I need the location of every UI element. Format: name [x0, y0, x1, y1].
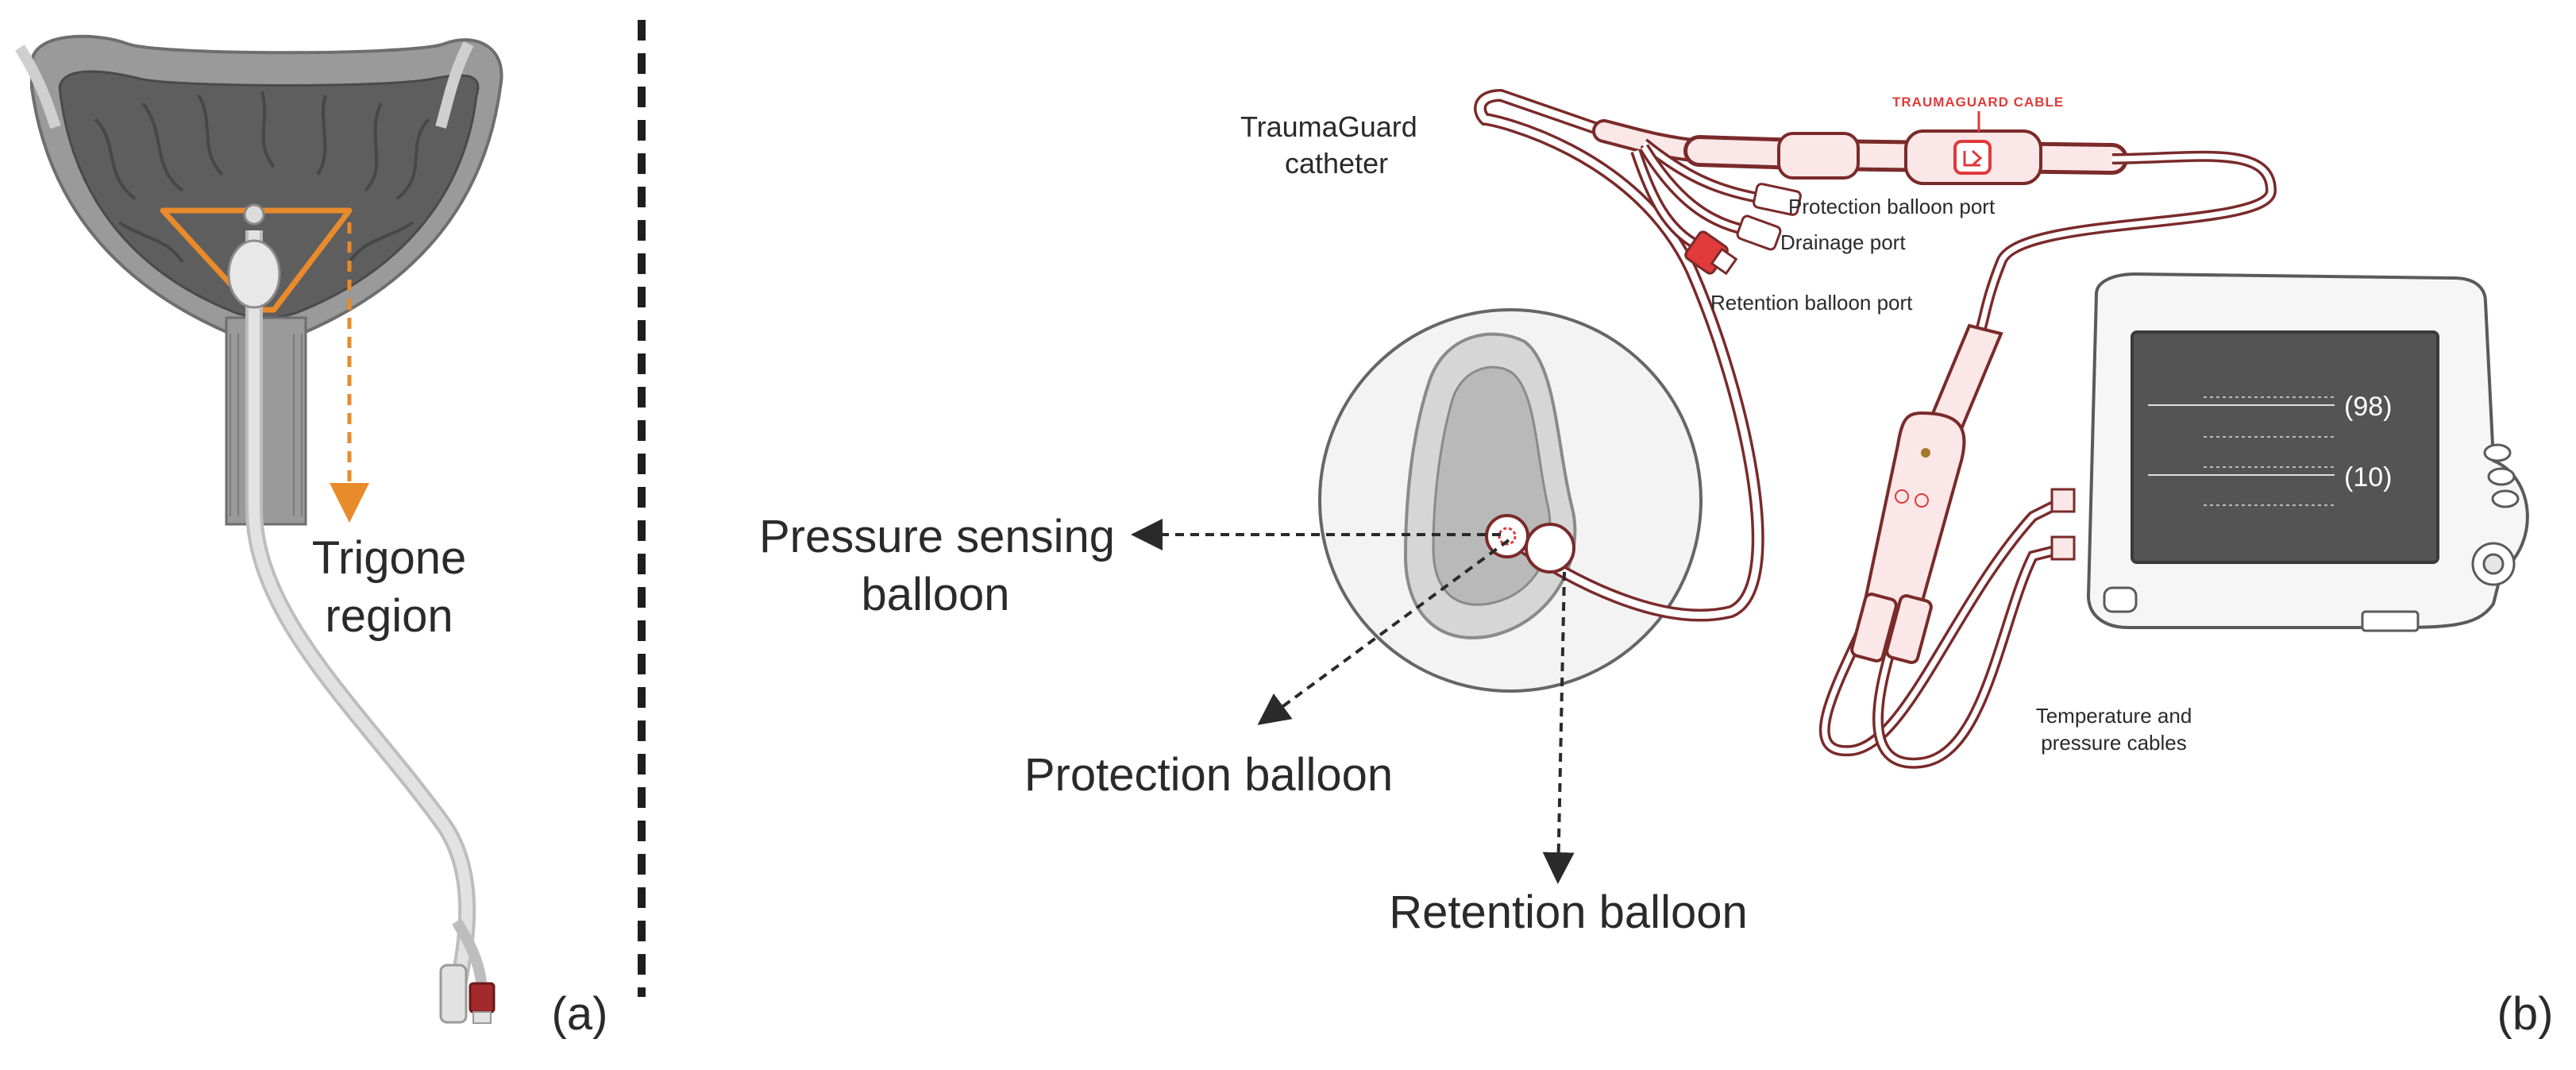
monitor-button-1	[2483, 443, 2512, 462]
temperature-pressure-cables	[1818, 488, 2076, 769]
catheter-tube	[249, 230, 473, 995]
cables-label-line1: Temperature and	[2036, 704, 2192, 728]
retention-balloon-label: Retention balloon	[1389, 887, 1747, 938]
protection-balloon-shape	[1525, 523, 1575, 574]
port-drainage-label: Drainage port	[1780, 230, 1906, 254]
catheter-label-line2: catheter	[1285, 147, 1388, 180]
catheter-red-port	[469, 982, 496, 1014]
monitor-screen	[2131, 330, 2439, 564]
catheter-tube-b	[1474, 88, 1764, 622]
bladder-folds	[94, 91, 430, 264]
urethra-texture	[229, 334, 303, 516]
trigone-label-line1: Trigone	[312, 532, 467, 584]
traumaguard-logo-icon	[1953, 140, 1992, 175]
panel-a: Trigone region (a)	[15, 34, 608, 1040]
panel-b: (98) (10) TraumaGuard catheter TRAUMAGUA…	[759, 88, 2554, 1040]
panel-b-letter: (b)	[2497, 988, 2554, 1040]
monitor-value-1: (98)	[2344, 392, 2392, 422]
patient-monitor: (98) (10)	[2086, 272, 2529, 632]
cables-label-line2: pressure cables	[2041, 731, 2187, 755]
port-retention-label: Retention balloon port	[1710, 291, 1913, 315]
traumaguard-cable-label: TRAUMAGUARD CABLE	[1892, 95, 2064, 110]
retention-balloon-a	[227, 239, 281, 309]
trigone-label-line2: region	[325, 590, 453, 642]
pressure-balloon-label-line1: Pressure sensing	[759, 511, 1115, 562]
port-protection-label: Protection balloon port	[1788, 195, 1996, 218]
monitor-button-3	[2491, 489, 2520, 508]
catheter-label-line1: TraumaGuard	[1240, 110, 1417, 143]
monitor-button-2	[2487, 467, 2516, 486]
pressure-balloon-label-line2: balloon	[861, 569, 1009, 620]
catheter-drainage-end	[439, 964, 468, 1024]
protection-balloon-label: Protection balloon	[1024, 749, 1393, 801]
catheter-tip	[243, 203, 265, 226]
protection-balloon-arrow	[1257, 539, 1510, 725]
bladder-illustration	[15, 34, 503, 526]
monitor-value-2: (10)	[2344, 462, 2392, 493]
retention-balloon-arrow	[1542, 571, 1575, 884]
trigone-outline	[160, 207, 353, 313]
traumaguard-cable	[1683, 129, 2277, 344]
panel-a-letter: (a)	[552, 988, 608, 1040]
